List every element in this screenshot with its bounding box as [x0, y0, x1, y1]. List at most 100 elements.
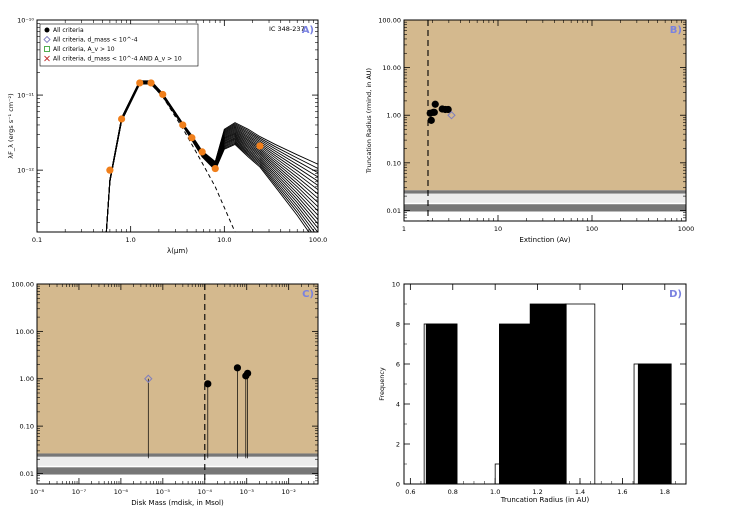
- y-tick-label: 10⁻¹⁰: [17, 17, 34, 25]
- panel-sed: 0.1 1.0 10.0 100.0 10⁻¹² 10⁻¹¹ 10⁻¹⁰ λ(μm) λF_λ …: [7, 17, 327, 256]
- band: [37, 453, 318, 457]
- y-tick-label: 6: [396, 361, 400, 369]
- y-tick-label: 0.01: [387, 207, 401, 215]
- histogram-bar-outline: [564, 303, 596, 485]
- photometry-point: [106, 166, 114, 174]
- y-tick-label: 0.01: [20, 470, 34, 478]
- x-tick-label: 0.8: [448, 488, 458, 496]
- plot-area: [37, 284, 318, 484]
- histogram-bar-filled: [499, 323, 531, 485]
- x-tick-label: 100: [586, 225, 598, 233]
- data-point: [431, 100, 439, 108]
- band: [404, 190, 686, 194]
- plot-background: [404, 20, 686, 221]
- legend-marker-square: [44, 46, 50, 52]
- plot-area: [105, 79, 318, 232]
- y-tick-label: 10: [392, 281, 400, 289]
- y-tick-label: 1.00: [387, 112, 401, 120]
- photometry-point: [117, 115, 126, 123]
- data-point-diamond: [447, 111, 456, 120]
- y-tick-label: 0: [396, 481, 400, 489]
- x-tick-label: 0.1: [32, 236, 42, 244]
- x-tick-label: 1.6: [617, 488, 627, 496]
- x-tick-label: 1: [402, 225, 406, 233]
- legend-label: All criteria, d_mass < 10^-4 AND A_v > 1…: [53, 56, 182, 63]
- y-tick-label: 2: [396, 441, 400, 449]
- legend-label: All criteria, A_v > 10: [53, 46, 115, 53]
- y-tick-label: 100.00: [378, 17, 401, 25]
- y-axis-label: λF_λ (ergs s⁻¹ cm⁻²): [7, 93, 15, 158]
- histogram-bar-filled: [637, 363, 672, 485]
- x-axis-label: Disk Mass (mdisk, in Msol): [131, 499, 224, 507]
- panel-label: A): [302, 25, 314, 36]
- band: [37, 456, 318, 466]
- y-tick-label: 10⁻¹¹: [17, 92, 34, 100]
- data-point: [430, 108, 438, 116]
- legend-label: All criteria: [53, 27, 84, 34]
- x-tick-label: 100.0: [309, 236, 328, 244]
- x-tick-label: 1.2: [532, 488, 542, 496]
- panel-radius-vs-extinction: 1 10 100 1000 0.01 0.10 1.00 10.00 100.00Extinct…: [365, 17, 694, 245]
- histogram-bar-filled: [425, 323, 458, 485]
- x-tick-label: 10.0: [217, 236, 231, 244]
- legend-label: All criteria, d_mass < 10^-4: [53, 37, 138, 44]
- panel-label: C): [302, 289, 314, 300]
- x-tick-label: 1.4: [575, 488, 585, 496]
- x-tick-label: 1.0: [490, 488, 500, 496]
- chart-title: IC 348-237: [269, 25, 305, 33]
- y-tick-label: 0.10: [387, 159, 401, 167]
- photometry-point: [136, 79, 144, 87]
- x-tick-label: 1.8: [660, 488, 670, 496]
- photometry-point: [211, 164, 219, 173]
- photometry-point: [179, 121, 187, 129]
- x-axis-label: Extinction (Av): [519, 236, 570, 244]
- y-tick-label: 10⁻¹²: [17, 167, 34, 175]
- band: [404, 193, 686, 203]
- x-tick-label: 10⁻⁵: [156, 488, 171, 496]
- y-tick-label: 1.00: [20, 375, 34, 383]
- legend-marker-diamond: [43, 35, 51, 44]
- y-tick-label: 8: [396, 321, 400, 329]
- histogram-bar-filled: [529, 303, 567, 485]
- x-axis-label: λ(μm): [167, 247, 188, 255]
- x-tick-label: 10⁻²: [282, 488, 297, 496]
- x-tick-label: 10⁻⁷: [72, 488, 87, 496]
- data-point: [444, 105, 452, 114]
- data-point-diamond: [144, 374, 153, 383]
- x-tick-label: 10⁻⁶: [114, 488, 129, 496]
- x-tick-label: 0.6: [405, 488, 415, 496]
- y-tick-label: 10.00: [15, 328, 34, 336]
- band: [37, 467, 318, 475]
- y-axis-label: Truncation Radius (rmind, in AU): [365, 68, 373, 174]
- plot-background: [37, 284, 318, 484]
- y-tick-label: 4: [396, 401, 400, 409]
- panel-label: B): [670, 25, 682, 36]
- y-tick-label: 10.00: [382, 64, 401, 72]
- legend-box: [39, 23, 199, 67]
- x-axis-label: Truncation Radius (in AU): [500, 496, 590, 504]
- photometry-point: [188, 134, 196, 142]
- x-tick-label: 1000: [678, 225, 695, 233]
- photometry-point: [147, 79, 155, 87]
- plot-area: [404, 20, 686, 221]
- x-tick-label: 10⁻⁴: [198, 488, 213, 496]
- photometry-point: [256, 142, 264, 150]
- plot-frame: [403, 19, 687, 222]
- x-tick-label: 10⁻³: [240, 488, 255, 496]
- plot-frame: [36, 19, 319, 233]
- data-point: [204, 380, 212, 388]
- band: [404, 204, 686, 212]
- panel-label: D): [669, 289, 682, 300]
- x-tick-label: 1.0: [125, 236, 135, 244]
- x-tick-label: 10: [494, 225, 502, 233]
- data-point: [427, 116, 435, 124]
- data-point: [244, 369, 252, 377]
- legend-marker-circle: [44, 27, 50, 33]
- y-tick-label: 100.00: [11, 281, 34, 289]
- y-tick-label: 0.10: [20, 423, 34, 431]
- plot-frame: [36, 283, 319, 485]
